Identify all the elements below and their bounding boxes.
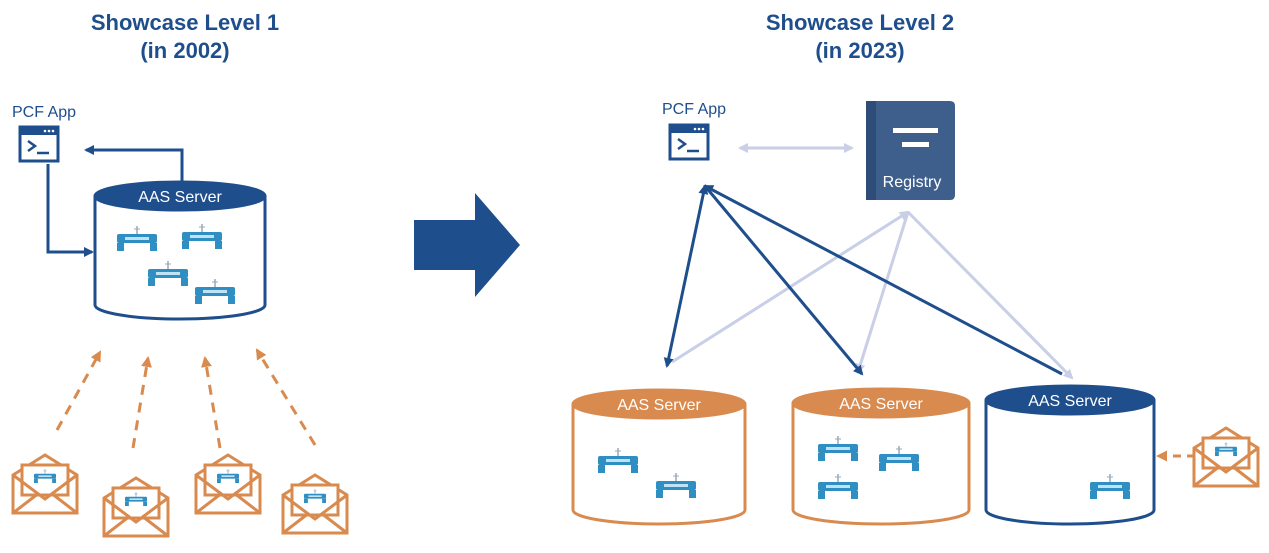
level1-title-line1: Showcase Level 1 <box>91 10 279 35</box>
app-to-server-arrow <box>46 164 94 257</box>
envelope-icon <box>196 455 260 513</box>
envelope-icon <box>13 455 77 513</box>
level2-app-label: PCF App <box>662 101 726 118</box>
message-arrow <box>55 350 102 431</box>
level2-title-line2: (in 2023) <box>815 38 904 63</box>
level2-title-line1: Showcase Level 2 <box>766 10 954 35</box>
server1-label: AAS Server <box>617 397 701 414</box>
message-arrow <box>131 356 152 449</box>
right-arrow-icon <box>414 193 520 297</box>
message-arrow <box>201 356 222 449</box>
registry-server2-arrow <box>855 211 910 374</box>
envelope-icon <box>104 478 168 536</box>
envelope-icon <box>1194 428 1258 486</box>
registry-label: Registry <box>883 174 942 191</box>
server3-label: AAS Server <box>1028 393 1112 410</box>
app-server2-arrow <box>703 185 864 376</box>
registry-server3-arrow <box>906 210 1074 380</box>
level2-aas-server-3[interactable]: AAS Server <box>984 384 1156 526</box>
level1-terminal-icon[interactable] <box>18 125 60 163</box>
envelope-icon <box>283 475 347 533</box>
registry-icon[interactable]: Registry <box>866 101 955 200</box>
level1-server-label: AAS Server <box>138 189 222 206</box>
level2-terminal-icon[interactable] <box>668 123 710 161</box>
server2-label: AAS Server <box>839 396 923 413</box>
app-server3-arrow <box>703 184 1063 376</box>
level1-app-label: PCF App <box>12 104 76 121</box>
app-server1-arrow <box>663 184 709 368</box>
level1-title-line2: (in 2002) <box>140 38 229 63</box>
message-arrow <box>255 348 317 446</box>
level2-aas-server-1[interactable]: AAS Server <box>571 388 747 526</box>
server-to-app-arrow <box>84 145 184 182</box>
